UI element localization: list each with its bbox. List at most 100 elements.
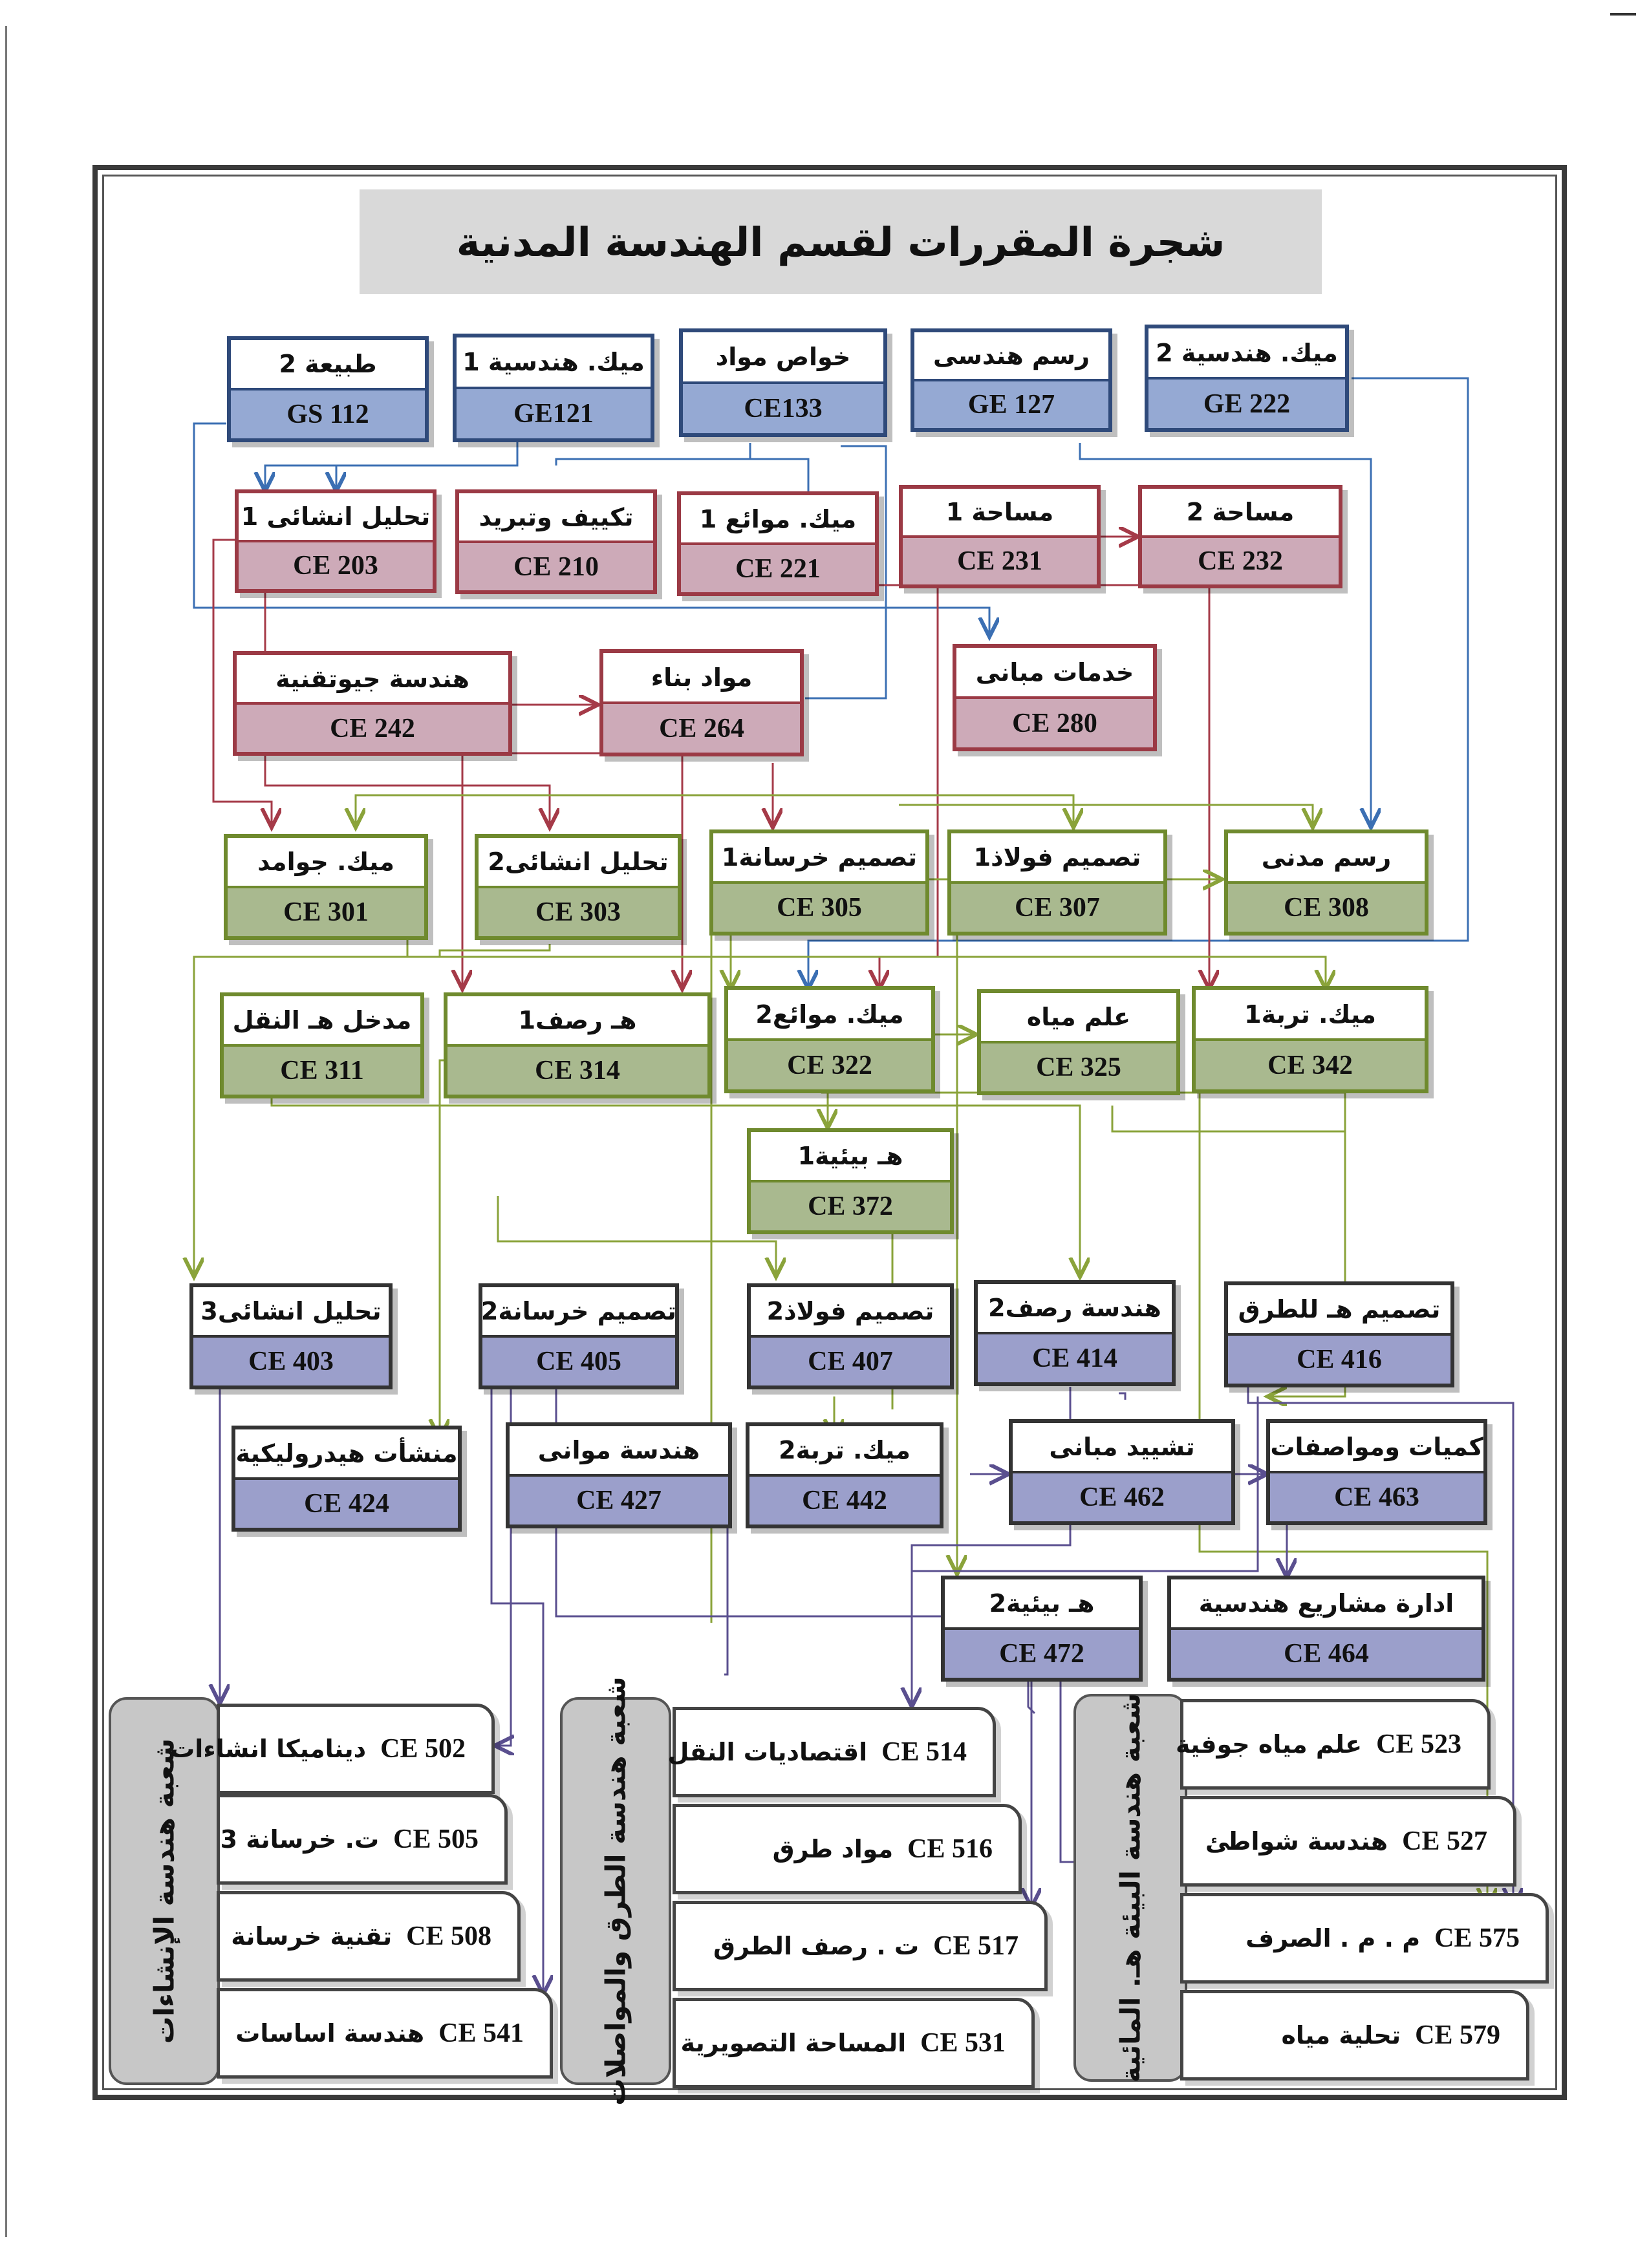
course-name: هندسة موانى (510, 1426, 728, 1474)
course-code: CE 342 (1196, 1038, 1425, 1089)
course-code: CE 303 (479, 886, 678, 936)
course-ce303[interactable]: تحليل انشائى2 CE 303 (475, 834, 682, 940)
elective-ce527[interactable]: هندسة شواطئ CE 527 (1180, 1796, 1516, 1887)
elective-ce531[interactable]: المساحة التصويرية CE 531 (673, 1998, 1035, 2088)
course-code: CE 472 (945, 1627, 1139, 1678)
elective-name: م . م . الصرف (1245, 1924, 1421, 1952)
elective-ce523[interactable]: علم مياه جوفية CE 523 (1176, 1699, 1491, 1790)
course-ce414[interactable]: هندسة رصف2 CE 414 (974, 1280, 1176, 1386)
course-ce403[interactable]: تحليل انشائى3 CE 403 (189, 1283, 393, 1389)
course-ce322[interactable]: ميك. موائع2 CE 322 (724, 986, 935, 1093)
course-ce133[interactable]: خواص مواد CE133 (679, 328, 887, 437)
page-frame-inner (102, 175, 1557, 2090)
elective-name: هندسة اساسات (235, 2019, 425, 2048)
course-code: CE 305 (713, 881, 925, 932)
course-code: CE 210 (459, 540, 653, 590)
course-code: CE 442 (749, 1474, 940, 1524)
course-ce372[interactable]: هـ بيئية1 CE 372 (747, 1128, 954, 1234)
elective-ce575[interactable]: م . م . الصرف CE 575 (1180, 1893, 1549, 1984)
course-ce221[interactable]: ميك. موائع 1 CE 221 (677, 491, 879, 596)
elective-code: CE 502 (380, 1734, 466, 1764)
course-ce472[interactable]: هـ بيئية2 CE 472 (941, 1576, 1143, 1682)
elective-ce514[interactable]: اقتصاديات النقل CE 514 (667, 1707, 996, 1797)
course-name: هـ رصف1 (447, 996, 707, 1044)
course-ce308[interactable]: رسم مدنى CE 308 (1224, 829, 1428, 936)
scan-edge-mark (1610, 13, 1636, 16)
course-ce264[interactable]: مواد بناء CE 264 (599, 649, 804, 756)
elective-name: المساحة التصويرية (680, 2029, 907, 2057)
branch-label: شعبة هندسة الطرق والمواصلات (599, 1676, 632, 2106)
course-ce280[interactable]: خدمات مبانى CE 280 (953, 644, 1157, 751)
course-code: CE 407 (751, 1335, 950, 1385)
course-name: هندسة جيوتقنية (237, 655, 508, 702)
course-code: CE 416 (1228, 1333, 1450, 1384)
course-ce242[interactable]: هندسة جيوتقنية CE 242 (233, 651, 512, 756)
course-name: ادارة مشاريع هندسية (1171, 1579, 1482, 1627)
course-code: CE 264 (603, 701, 800, 753)
course-ce325[interactable]: علم مياه CE 325 (977, 989, 1180, 1095)
course-code: CE 403 (193, 1335, 389, 1385)
course-name: مدخل هـ النقل (224, 996, 420, 1044)
course-code: CE 308 (1228, 881, 1425, 932)
course-ce232[interactable]: مساحة 2 CE 232 (1138, 485, 1342, 588)
course-ce342[interactable]: ميك. تربة1 CE 342 (1192, 986, 1428, 1093)
elective-ce505[interactable]: ت. خرسانة 3 CE 505 (217, 1794, 508, 1885)
course-ce405[interactable]: تصميم خرسانة2 CE 405 (479, 1283, 679, 1389)
course-ce203[interactable]: تحليل انشائى 1 CE 203 (235, 489, 436, 593)
course-code: CE 307 (951, 881, 1163, 932)
elective-name: اقتصاديات النقل (667, 1738, 868, 1766)
course-ce210[interactable]: تكييف وتبريد CE 210 (455, 489, 657, 594)
elective-ce541[interactable]: هندسة اساسات CE 541 (217, 1988, 553, 2079)
course-code: CE 231 (903, 535, 1097, 584)
course-code: GS 112 (231, 388, 425, 438)
elective-name: تحلية مياه (1281, 2021, 1401, 2049)
page-frame (92, 165, 1567, 2100)
course-ce464[interactable]: ادارة مشاريع هندسية CE 464 (1167, 1576, 1485, 1682)
course-name: ميك. جوامد (228, 838, 424, 886)
elective-code: CE 516 (907, 1834, 993, 1864)
elective-code: CE 508 (406, 1921, 491, 1951)
elective-code: CE 505 (393, 1824, 479, 1854)
elective-ce508[interactable]: تقنية خرسانة CE 508 (217, 1891, 521, 1982)
course-code: CE 242 (237, 702, 508, 752)
course-code: CE 322 (728, 1038, 931, 1089)
elective-code: CE 517 (933, 1931, 1018, 1961)
course-ce416[interactable]: تصميم هـ للطرق CE 416 (1224, 1281, 1454, 1387)
course-ce311[interactable]: مدخل هـ النقل CE 311 (220, 992, 424, 1098)
course-ge222[interactable]: ميك. هندسية 2 GE 222 (1145, 325, 1349, 432)
course-name: تصميم خرسانة2 (481, 1287, 676, 1335)
course-name: علم مياه (981, 993, 1176, 1041)
course-name: ميك. موائع 1 (681, 495, 875, 542)
course-code: CE 311 (224, 1044, 420, 1095)
course-name: تصميم خرسانة1 (713, 833, 925, 881)
course-name: تشييد مبانى (1013, 1423, 1231, 1471)
course-ce427[interactable]: هندسة موانى CE 427 (506, 1422, 732, 1528)
course-name: خدمات مبانى (956, 648, 1153, 696)
course-ce307[interactable]: تصميم فولاذ1 CE 307 (947, 829, 1167, 936)
elective-ce517[interactable]: ت . رصف الطرق CE 517 (673, 1901, 1048, 1991)
course-ce305[interactable]: تصميم خرسانة1 CE 305 (709, 829, 929, 936)
course-name: هـ بيئية2 (945, 1579, 1139, 1627)
course-gs112[interactable]: طبيعة 2 GS 112 (227, 336, 429, 442)
course-name: تحليل انشائى 1 (239, 493, 433, 540)
course-code: CE 372 (751, 1180, 950, 1230)
course-ce231[interactable]: مساحة 1 CE 231 (899, 485, 1101, 588)
course-ce462[interactable]: تشييد مبانى CE 462 (1009, 1419, 1235, 1525)
elective-ce502[interactable]: ديناميكا انشاءات CE 502 (170, 1704, 495, 1794)
course-code: CE 301 (228, 886, 424, 936)
course-code: CE 464 (1171, 1627, 1482, 1678)
course-name: مساحة 1 (903, 489, 1097, 535)
course-ce424[interactable]: منشأت هيدروليكية CE 424 (232, 1426, 462, 1532)
course-ce463[interactable]: كميات ومواصفات CE 463 (1266, 1419, 1487, 1525)
elective-ce516[interactable]: مواد طرق CE 516 (673, 1804, 1022, 1894)
course-name: خواص مواد (683, 332, 883, 381)
elective-ce579[interactable]: تحلية مياه CE 579 (1180, 1990, 1529, 2081)
course-ce407[interactable]: تصميم فولاذ2 CE 407 (747, 1283, 954, 1389)
course-code: CE 424 (235, 1477, 458, 1528)
course-name: طبيعة 2 (231, 340, 425, 388)
course-ce301[interactable]: ميك. جوامد CE 301 (224, 834, 428, 940)
course-ce442[interactable]: ميك. تربة2 CE 442 (746, 1422, 943, 1528)
course-ce314[interactable]: هـ رصف1 CE 314 (444, 992, 711, 1098)
course-ge121[interactable]: ميك. هندسية 1 GE121 (453, 334, 654, 442)
course-ge127[interactable]: رسم هندسى GE 127 (911, 328, 1112, 432)
